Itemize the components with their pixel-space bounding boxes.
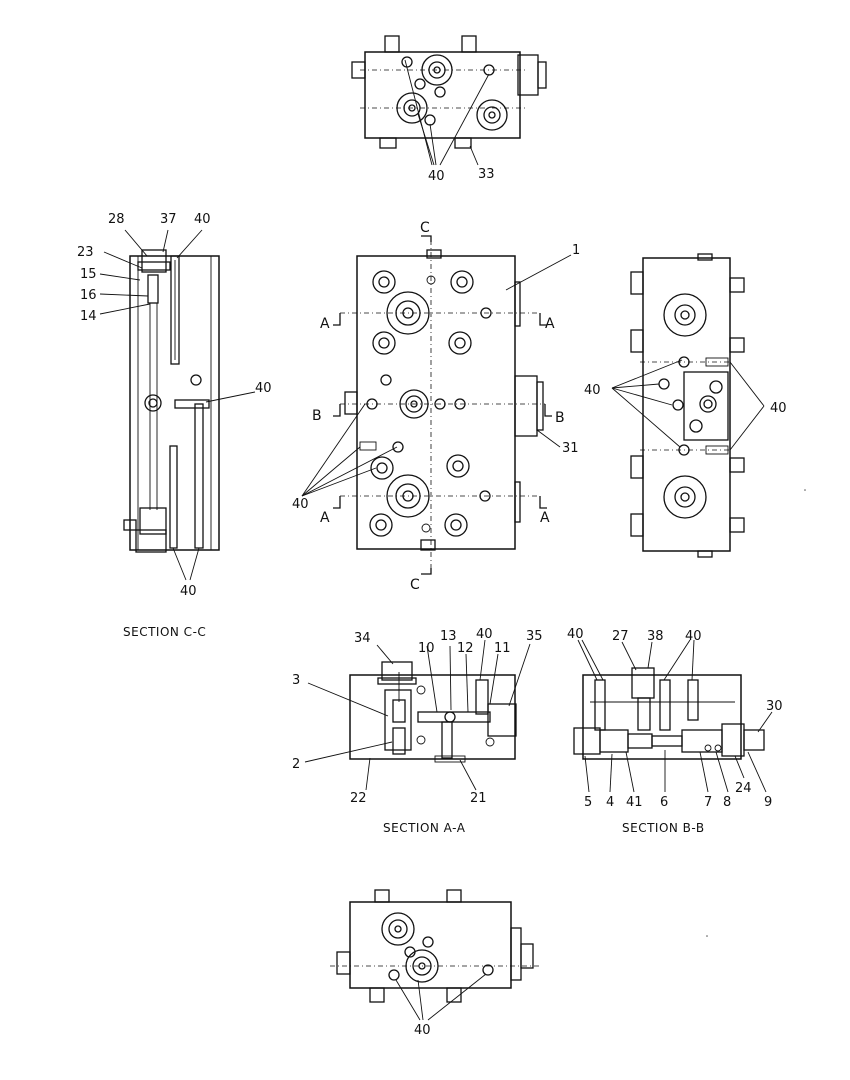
label-14: 14 (80, 309, 97, 324)
label-13: 13 (440, 629, 457, 644)
cut-label-a: A (545, 316, 555, 332)
label-3: 3 (292, 673, 300, 688)
section-a-a-title: SECTION A-A (383, 821, 466, 835)
label-7: 7 (704, 795, 712, 810)
label-35: 35 (526, 629, 543, 644)
label-40: 40 (476, 627, 493, 642)
cut-label-a: A (320, 316, 330, 332)
section-c-c: 28 37 40 23 15 16 14 40 40 SECTION C-C (77, 212, 272, 639)
label-22: 22 (350, 791, 367, 806)
label-40: 40 (567, 627, 584, 642)
label-6: 6 (660, 795, 668, 810)
label-40: 40 (194, 212, 211, 227)
section-b-b-title: SECTION B-B (622, 821, 705, 835)
label-40: 40 (255, 381, 272, 396)
label-12: 12 (457, 641, 474, 656)
label-40: 40 (414, 1023, 431, 1038)
cut-label-c: C (410, 577, 420, 593)
label-40: 40 (180, 584, 197, 599)
label-38: 38 (647, 629, 664, 644)
front-view: C C 1 A A B B 31 A A 40 (292, 220, 580, 593)
label-21: 21 (470, 791, 487, 806)
label-34: 34 (354, 631, 371, 646)
label-41: 41 (626, 795, 643, 810)
label-15: 15 (80, 267, 97, 282)
label-27: 27 (612, 629, 629, 644)
label-30: 30 (766, 699, 783, 714)
label-24: 24 (735, 781, 752, 796)
cut-label-b: B (312, 408, 322, 424)
label-28: 28 (108, 212, 125, 227)
label-11: 11 (494, 641, 511, 656)
cut-label-a: A (540, 510, 550, 526)
section-b-b: 40 27 38 40 30 5 4 41 6 7 8 24 9 SECTION… (567, 627, 783, 835)
label-2: 2 (292, 757, 300, 772)
label-23: 23 (77, 245, 94, 260)
label-8: 8 (723, 795, 731, 810)
label-40: 40 (584, 383, 601, 398)
cut-label-b: B (555, 410, 565, 426)
label-4: 4 (606, 795, 614, 810)
label-10: 10 (418, 641, 435, 656)
label-40: 40 (292, 497, 309, 512)
label-9: 9 (764, 795, 772, 810)
cut-label-c: C (420, 220, 430, 236)
section-c-c-title: SECTION C-C (123, 625, 206, 639)
label-31: 31 (562, 441, 579, 456)
top-view: 40 33 (351, 35, 547, 184)
label-16: 16 (80, 288, 97, 303)
section-a-a: 34 3 10 13 12 40 11 35 2 22 21 SECTION A… (292, 627, 543, 835)
label-5: 5 (584, 795, 592, 810)
label-1: 1 (572, 243, 580, 258)
side-view: 40 40 (584, 253, 787, 558)
label-40: 40 (428, 169, 445, 184)
label-40: 40 (770, 401, 787, 416)
label-37: 37 (160, 212, 177, 227)
label-33: 33 (478, 167, 495, 182)
label-40: 40 (685, 629, 702, 644)
bottom-view: 40 (330, 889, 540, 1038)
cut-label-a: A (320, 510, 330, 526)
